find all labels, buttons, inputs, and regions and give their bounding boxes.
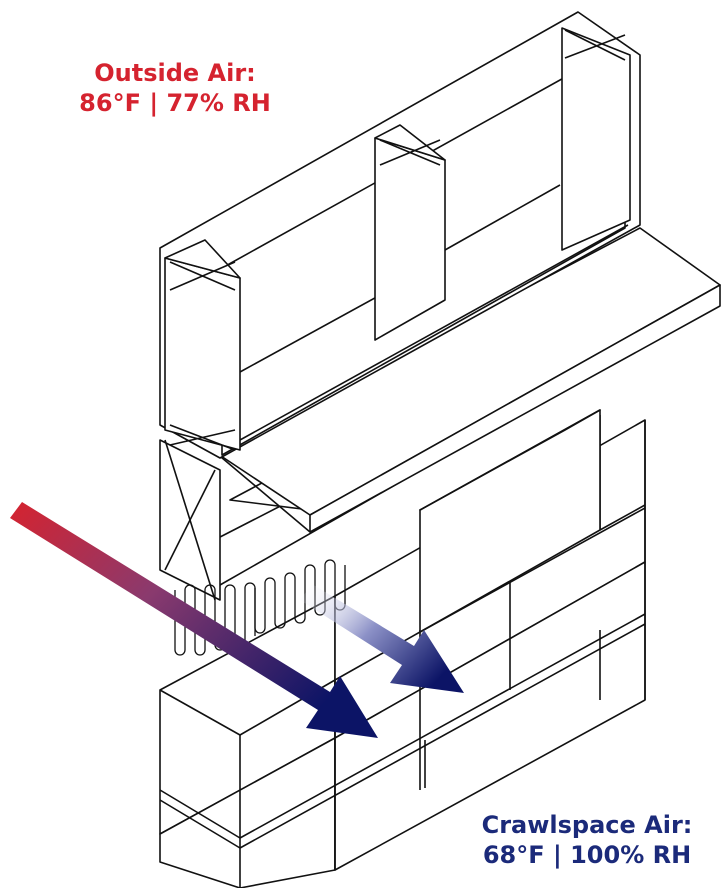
- block-wall: [159, 409, 646, 888]
- warm-air-arrow: [10, 502, 378, 738]
- stud-left: [164, 239, 241, 451]
- airflow-arrows: [10, 502, 464, 738]
- outside-air-reading: 86°F | 77% RH: [79, 89, 271, 117]
- outside-air-title: Outside Air:: [94, 59, 256, 87]
- rim-joist: [159, 439, 221, 601]
- crawlspace-air-title: Crawlspace Air:: [481, 811, 693, 839]
- crawlspace-air-label: Crawlspace Air: 68°F | 100% RH: [452, 810, 722, 870]
- crawlspace-air-reading: 68°F | 100% RH: [482, 841, 692, 869]
- cool-air-arrow: [300, 584, 464, 693]
- outside-air-label: Outside Air: 86°F | 77% RH: [40, 58, 310, 118]
- stud-middle: [374, 124, 446, 341]
- stud-right: [561, 27, 631, 251]
